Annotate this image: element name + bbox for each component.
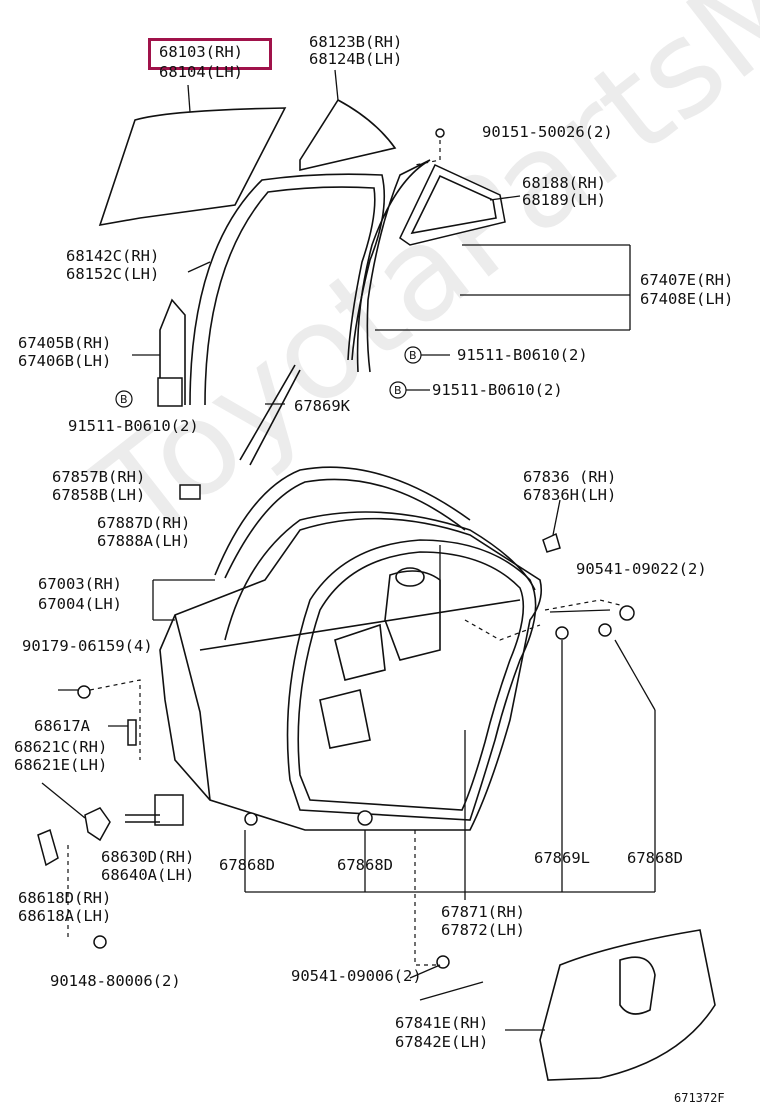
label-68142C[interactable]: 68142C(RH) — [66, 247, 160, 265]
label-67872[interactable]: 67872(LH) — [441, 921, 525, 939]
service-hole-cover — [539, 929, 716, 1081]
label-68103[interactable]: 68103(RH) — [159, 43, 243, 61]
label-68621E[interactable]: 68621E(LH) — [14, 756, 108, 774]
label-90151[interactable]: 90151-50026(2) — [482, 123, 613, 141]
label-67868D-a[interactable]: 67868D — [219, 856, 275, 874]
label-68189[interactable]: 68189(LH) — [522, 191, 606, 209]
label-67888A[interactable]: 67888A(LH) — [97, 532, 191, 550]
label-68123B[interactable]: 68123B(RH) — [309, 33, 403, 51]
label-67841E[interactable]: 67841E(RH) — [395, 1014, 489, 1032]
label-67836H[interactable]: 67836H(LH) — [523, 486, 617, 504]
hinge — [154, 794, 184, 826]
label-67869L[interactable]: 67869L — [534, 849, 590, 867]
label-67842E[interactable]: 67842E(LH) — [395, 1033, 489, 1051]
vent-glass — [399, 164, 506, 246]
label-67869K[interactable]: 67869K — [294, 397, 350, 415]
label-67868D-c[interactable]: 67868D — [627, 849, 683, 867]
quarter-glass — [299, 98, 397, 172]
label-67406B[interactable]: 67406B(LH) — [18, 352, 112, 370]
label-67858B[interactable]: 67858B(LH) — [52, 486, 146, 504]
label-67868D-b[interactable]: 67868D — [337, 856, 393, 874]
callout-b-3: B — [120, 393, 128, 406]
label-90541-a[interactable]: 90541-09022(2) — [576, 560, 707, 578]
label-91511-a[interactable]: 91511-B0610(2) — [457, 346, 588, 364]
label-68621C[interactable]: 68621C(RH) — [14, 738, 108, 756]
label-91511-c[interactable]: 91511-B0610(2) — [68, 417, 199, 435]
highlight-box — [148, 38, 272, 70]
label-67836[interactable]: 67836 (RH) — [523, 468, 617, 486]
callout-b-1: B — [409, 349, 417, 362]
outer-weatherstrip — [214, 466, 471, 576]
label-68618D[interactable]: 68618D(RH) — [18, 889, 112, 907]
label-67405B[interactable]: 67405B(RH) — [18, 334, 112, 352]
label-67871[interactable]: 67871(RH) — [441, 903, 525, 921]
door-weatherstrip — [286, 539, 537, 821]
diagram-id: 671372F — [674, 1091, 725, 1105]
label-90148[interactable]: 90148-80006(2) — [50, 972, 181, 990]
label-68124B[interactable]: 68124B(LH) — [309, 50, 403, 68]
door-check — [84, 807, 111, 842]
label-68630D[interactable]: 68630D(RH) — [101, 848, 195, 866]
label-68188[interactable]: 68188(RH) — [522, 174, 606, 192]
label-67004[interactable]: 67004(LH) — [38, 595, 122, 613]
label-91511-b[interactable]: 91511-B0610(2) — [432, 381, 563, 399]
rear-frame — [356, 159, 431, 373]
label-90541-b[interactable]: 90541-09006(2) — [291, 967, 422, 985]
label-67407E[interactable]: 67407E(RH) — [640, 271, 734, 289]
callout-b-2: B — [394, 384, 402, 397]
label-67887D[interactable]: 67887D(RH) — [97, 514, 191, 532]
label-68640A[interactable]: 68640A(LH) — [101, 866, 195, 884]
label-67003[interactable]: 67003(RH) — [38, 575, 122, 593]
label-68617A[interactable]: 68617A — [34, 717, 90, 735]
label-68618A[interactable]: 68618A(LH) — [18, 907, 112, 925]
label-67857B[interactable]: 67857B(RH) — [52, 468, 146, 486]
door-glass — [98, 107, 287, 227]
panel-cutout — [384, 570, 441, 661]
label-90179[interactable]: 90179-06159(4) — [22, 637, 153, 655]
door-panel — [159, 517, 543, 831]
weatherstrip — [239, 364, 301, 466]
label-67408E[interactable]: 67408E(LH) — [640, 290, 734, 308]
label-68104[interactable]: 68104(LH) — [159, 63, 243, 81]
label-68152C[interactable]: 68152C(LH) — [66, 265, 160, 283]
